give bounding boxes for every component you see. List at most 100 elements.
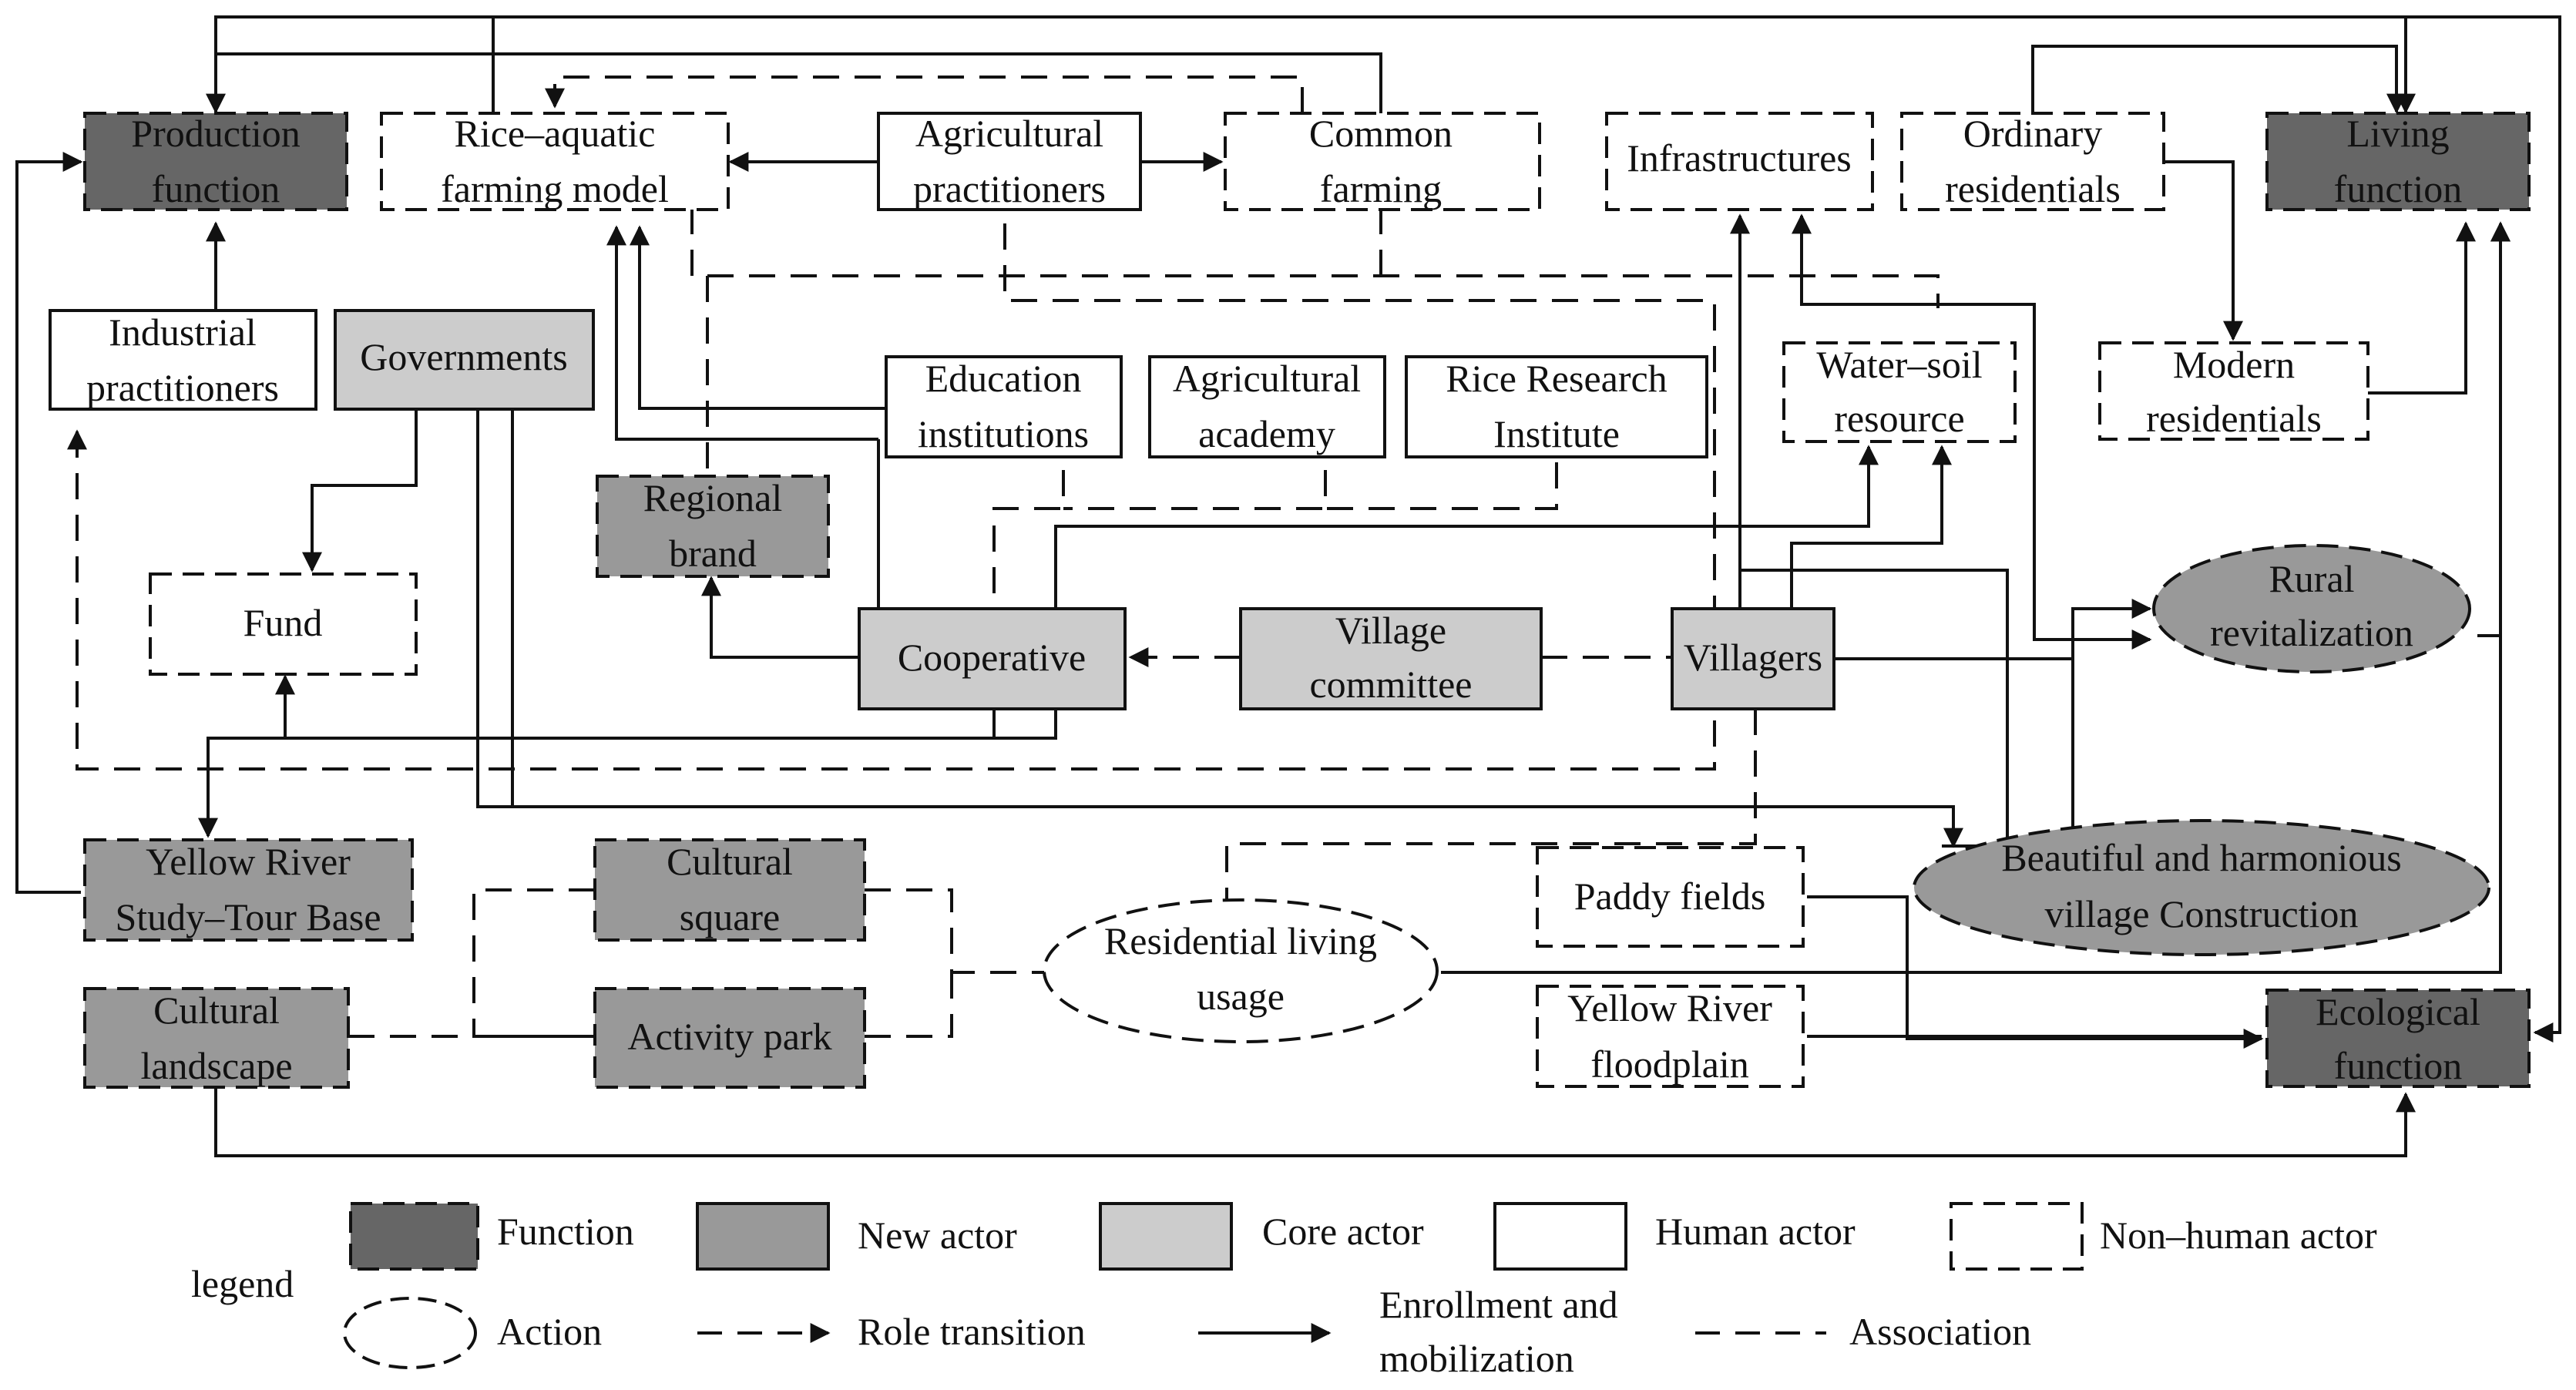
svg-text:Production: Production [131,112,300,155]
edge-modern-to-living [2368,221,2476,395]
svg-text:Yellow River: Yellow River [1567,986,1772,1029]
legend-function: Function [497,1210,634,1253]
svg-text:residentials: residentials [1945,167,2121,210]
legend-swatch-action [343,1297,477,1369]
svg-text:institutions: institutions [918,412,1089,455]
edge-agri-down-dashed [67,223,1716,771]
edge-villagers-to-rural [1832,599,2152,660]
legend-enrollment-line1: Enrollment and [1379,1283,1618,1326]
svg-text:Residential living: Residential living [1104,919,1377,962]
edge-rural-to-living [2477,221,2511,637]
svg-text:Modern: Modern [2173,343,2295,386]
svg-text:Rural: Rural [2269,557,2354,600]
node-industrial-practitioners: Industrial practitioners [49,309,317,411]
node-education-institutions: Education institutions [885,355,1123,458]
svg-text:usage: usage [1197,975,1285,1018]
svg-text:floodplain: floodplain [1590,1042,1749,1086]
svg-text:Common: Common [1309,112,1453,155]
edge-rice-to-brand-dashed [690,208,1940,308]
svg-text:farming: farming [1320,167,1442,210]
edge-square-to-residential-dashed [865,888,1044,974]
node-modern-residentials: Modern residentials [2098,341,2369,441]
svg-text:Living: Living [2346,112,2449,155]
svg-text:Village: Village [1335,609,1446,652]
svg-text:Agricultural: Agricultural [915,112,1103,155]
legend-enrollment-line2: mobilization [1379,1337,1574,1380]
legend-action: Action [497,1310,602,1353]
node-ecological-function: Ecological function [2265,989,2531,1088]
svg-text:residentials: residentials [2146,397,2322,440]
svg-text:Industrial: Industrial [109,311,257,354]
svg-text:brand: brand [669,532,757,575]
svg-text:committee: committee [1309,663,1472,706]
svg-text:Study–Tour Base: Study–Tour Base [115,895,381,938]
legend-title: legend [191,1262,294,1305]
legend-swatch-non-human-actor [1950,1202,2084,1271]
svg-text:Villagers: Villagers [1684,636,1822,679]
edge-park-to-residential-dashed [865,972,953,1038]
svg-text:Rice Research: Rice Research [1446,357,1667,400]
edge-top-to-production [206,15,495,114]
svg-text:Cooperative: Cooperative [898,636,1086,679]
svg-text:Governments: Governments [360,335,567,378]
svg-text:Fund: Fund [243,601,323,644]
edge-rice-research-down-dashed [1325,462,1558,510]
svg-text:Regional: Regional [643,476,783,519]
edge-governments-to-fund [302,408,418,572]
legend-new-actor: New actor [858,1214,1017,1257]
edge-academy-down-dashed [1063,470,1327,510]
legend-swatch-core-actor [1099,1202,1233,1271]
edge-governments-to-village-construction [476,408,1963,848]
node-beautiful-village-construction: Beautiful and harmonious village Constru… [1913,819,2490,956]
node-living-function: Living function [2265,112,2531,211]
svg-text:Institute: Institute [1493,412,1620,455]
svg-text:Activity park: Activity park [627,1015,831,1058]
edge-villagers-to-infrastructures [1738,569,2009,848]
node-infrastructures: Infrastructures [1605,112,1874,211]
node-yellow-river-study-tour-base: Yellow River Study–Tour Base [83,838,414,942]
edge-base-to-production [15,152,83,894]
node-ordinary-residentials: Ordinary residentials [1900,112,2165,211]
node-activity-park: Activity park [593,987,866,1089]
svg-text:Rice–aquatic: Rice–aquatic [455,112,656,155]
edge-paddy-to-ecological [1807,895,2264,1049]
edge-residential-to-living [1441,221,2511,974]
svg-text:Cultural: Cultural [153,989,280,1032]
node-cultural-landscape: Cultural landscape [83,987,350,1089]
svg-text:square: square [680,895,781,938]
node-agricultural-practitioners: Agricultural practitioners [877,112,1142,211]
svg-text:Paddy fields: Paddy fields [1574,875,1766,918]
svg-text:Infrastructures: Infrastructures [1627,136,1852,180]
node-yellow-river-floodplain: Yellow River floodplain [1536,985,1805,1088]
node-village-committee: Village committee [1239,607,1543,710]
svg-text:Ordinary: Ordinary [1963,112,2103,155]
node-villagers: Villagers [1671,607,1835,710]
node-cooperative: Cooperative [858,607,1127,710]
svg-text:Beautiful and harmonious: Beautiful and harmonious [2001,836,2401,879]
node-water-soil-resource: Water–soil resource [1782,341,2017,443]
edge-education-down-dashed [992,470,1065,609]
edge-outer-right-to-ecological [2406,15,2561,1042]
edge-agri-academy-to-rice [606,225,878,441]
svg-text:landscape: landscape [140,1044,292,1087]
node-rural-revitalization: Rural revitalization [2152,544,2471,673]
edge-coop-to-base [198,709,996,838]
edge-coop-to-fund [275,674,1057,740]
legend-human-actor: Human actor [1655,1210,1856,1253]
svg-text:Ecological: Ecological [2316,990,2480,1033]
legend-association: Association [1849,1310,2031,1353]
node-fund: Fund [149,572,418,676]
node-production-function: Production function [83,112,348,211]
legend: legend Function New actor Core actor Hum… [191,1202,2377,1380]
svg-text:Yellow River: Yellow River [146,840,351,883]
legend-swatch-function [349,1202,479,1271]
svg-text:Education: Education [925,357,1082,400]
edge-coop-to-brand [701,576,859,659]
svg-text:practitioners: practitioners [913,167,1106,210]
node-cultural-square: Cultural square [593,838,866,942]
node-common-farming: Common farming [1224,112,1541,211]
legend-swatch-human-actor [1493,1202,1627,1271]
edge-villagers-to-water-soil [1790,445,1952,609]
edge-square-left-dashed [472,888,595,1038]
